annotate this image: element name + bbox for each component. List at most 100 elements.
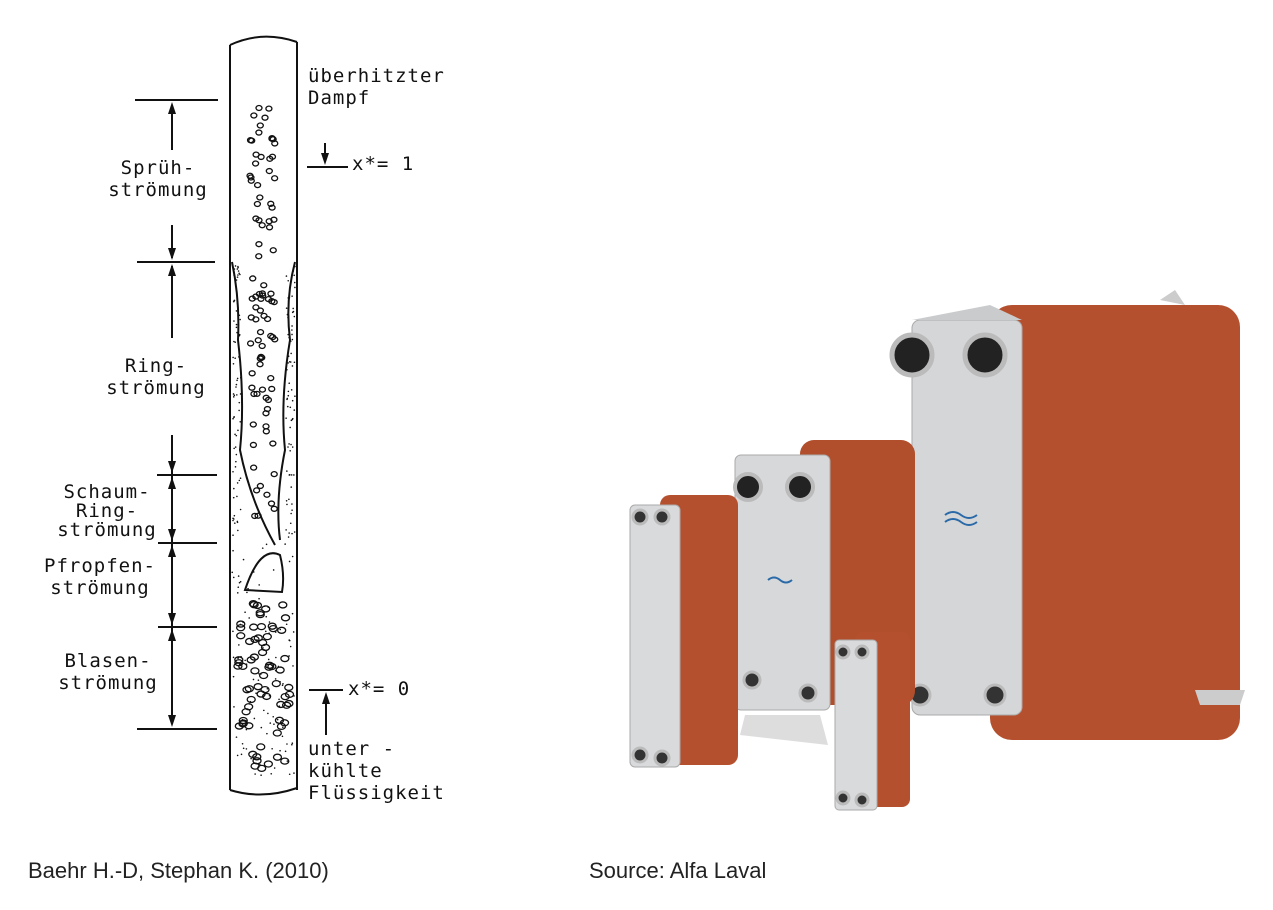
liquid-dot [238, 272, 240, 275]
liquid-dot [245, 748, 248, 750]
bubble [252, 753, 262, 761]
liquid-dot [242, 747, 245, 750]
liquid-dot [272, 715, 275, 718]
bubble [262, 632, 272, 641]
liquid-dot [293, 274, 295, 277]
bubble [257, 648, 268, 657]
droplet [251, 160, 260, 167]
liquid-dot [273, 767, 276, 769]
liquid-dot [286, 368, 288, 371]
droplet [255, 129, 263, 136]
liquid-dot [235, 453, 238, 456]
liquid-dot [239, 273, 241, 276]
liquid-dot [268, 694, 271, 697]
liquid-dot [291, 701, 293, 703]
liquid-dot [240, 655, 242, 658]
liquid-dot [279, 749, 281, 752]
heat-exchanger-photo [629, 290, 1245, 811]
liquid-dot [236, 592, 239, 594]
bubble [284, 683, 294, 692]
liquid-dot [285, 623, 288, 626]
liquid-dot [235, 434, 238, 437]
liquid-dot [285, 275, 288, 277]
liquid-dot [238, 314, 241, 317]
liquid-dot [289, 406, 292, 409]
liquid-dot [291, 532, 293, 535]
liquid-dot [291, 509, 293, 511]
droplet [262, 423, 270, 430]
liquid-dot [238, 644, 240, 646]
bubble [272, 729, 282, 737]
liquid-dot [289, 340, 292, 342]
liquid-dot [294, 265, 296, 268]
bubble [280, 757, 290, 765]
liquid-dot [244, 611, 246, 613]
label-quality-zero: x*= 0 [348, 678, 411, 700]
liquid-dot [260, 774, 262, 776]
liquid-dot [235, 310, 238, 312]
liquid-dot [286, 313, 289, 316]
droplet [256, 122, 264, 129]
liquid-dot [236, 482, 239, 484]
liquid-dot [236, 495, 238, 498]
caption-right: Source: Alfa Laval [589, 858, 767, 883]
liquid-dot [286, 470, 288, 472]
droplet [263, 315, 272, 323]
liquid-dot [236, 276, 239, 278]
liquid-dot [266, 732, 268, 735]
liquid-dot [280, 666, 282, 668]
label-quality-one: x*= 1 [352, 153, 415, 175]
liquid-dot [274, 669, 277, 672]
droplet [248, 384, 256, 391]
liquid-dot [290, 474, 293, 476]
liquid-dot [233, 320, 235, 322]
liquid-dot [277, 665, 280, 668]
liquid-dot [234, 446, 237, 448]
liquid-dot [233, 394, 236, 397]
bubble [275, 666, 285, 674]
droplet [271, 140, 279, 147]
liquid-dot [282, 726, 284, 729]
bubble [252, 601, 263, 610]
liquid-dot [238, 409, 240, 412]
liquid-dot [273, 723, 275, 725]
droplet [253, 181, 262, 189]
liquid-dot [265, 615, 268, 618]
liquid-dot [289, 645, 292, 648]
liquid-dot [253, 717, 256, 720]
liquid-dot [233, 514, 236, 517]
liquid-dot [284, 750, 287, 753]
liquid-dot [234, 277, 236, 280]
droplet [261, 114, 269, 121]
liquid-dot [267, 606, 270, 609]
bubble [261, 605, 271, 613]
droplet [255, 290, 264, 298]
liquid-dot [292, 307, 294, 310]
droplet [264, 396, 273, 404]
droplet [257, 153, 265, 161]
liquid-dot [279, 681, 281, 683]
liquid-dot [233, 274, 235, 276]
liquid-dot [293, 361, 296, 364]
bubble [276, 700, 286, 709]
liquid-dot [291, 555, 294, 558]
liquid-dot [244, 659, 246, 662]
liquid-dot [288, 532, 290, 534]
droplet [252, 304, 260, 311]
liquid-dot [234, 265, 237, 267]
droplet [254, 337, 262, 344]
liquid-dot [290, 512, 292, 515]
label-slug-flow: Pfropfen- strömung [44, 555, 156, 599]
liquid-dot [266, 687, 269, 690]
droplet [268, 135, 276, 142]
bubble [278, 601, 288, 609]
liquid-dot [236, 379, 238, 382]
liquid-dot [247, 587, 249, 590]
liquid-dot [290, 352, 292, 355]
droplet [262, 410, 270, 417]
droplet [256, 328, 265, 336]
liquid-dot [238, 581, 241, 584]
liquid-dot [233, 299, 236, 302]
liquid-dot [288, 655, 290, 657]
liquid-dot [235, 736, 238, 738]
